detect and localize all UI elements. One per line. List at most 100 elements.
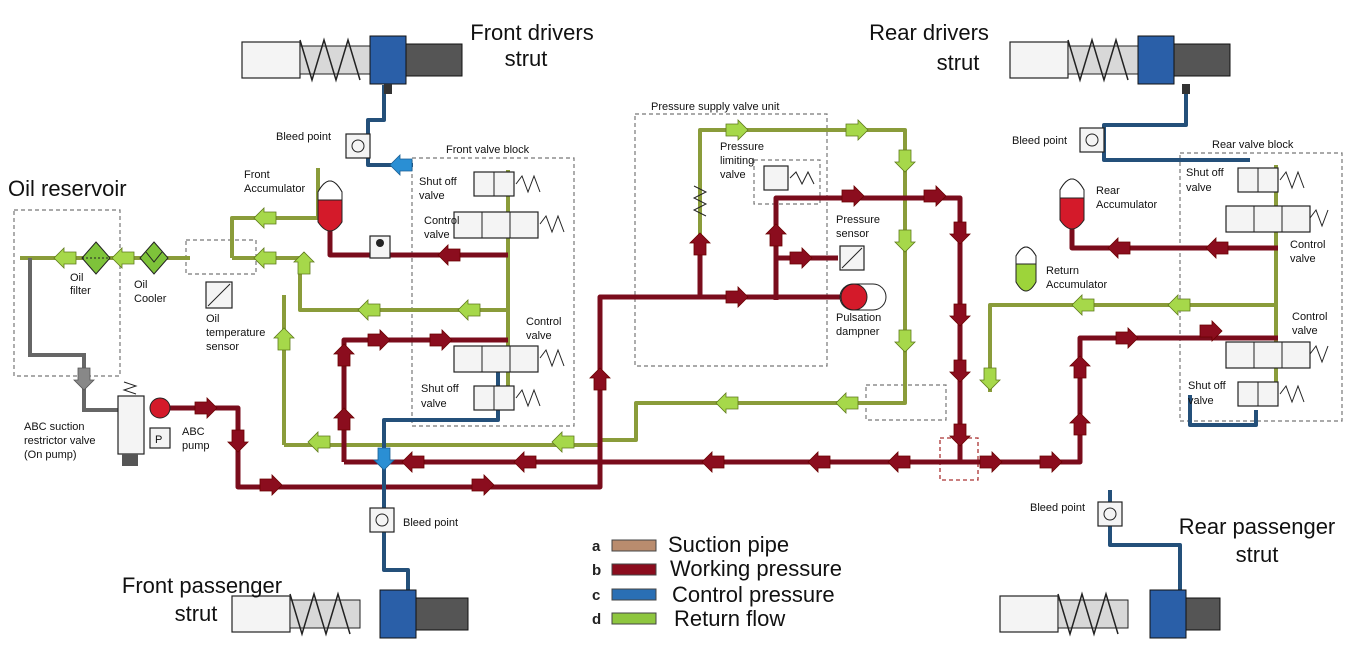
- abc-pump-label-1: ABC: [182, 426, 205, 438]
- pressure-junction-box: [939, 437, 979, 481]
- legend-swatch-c: [611, 588, 657, 601]
- strut-front-driver: [241, 35, 463, 94]
- legend-label-b: Working pressure: [670, 556, 842, 581]
- front-valve-block-label: Front valve block: [446, 144, 530, 156]
- rear-shutoff-bottom-label-2: valve: [1188, 395, 1214, 407]
- pulsation-label-1: Pulsation: [836, 312, 881, 324]
- rear-driver-strut-title-2: strut: [937, 50, 980, 75]
- oil-cooler-label-2: Cooler: [134, 293, 167, 305]
- legend: a Suction pipe b Working pressure c Cont…: [592, 532, 842, 631]
- supply-spring-icon: [692, 185, 708, 217]
- oil-reservoir-box: [13, 209, 121, 377]
- rear-shutoff-valve-bottom-icon: [1237, 381, 1305, 407]
- pressure-limiting-label-2: limiting: [720, 155, 754, 167]
- front-control-top-label-2: valve: [424, 229, 450, 241]
- rear-control-top-label-1: Control: [1290, 239, 1325, 251]
- oil-reservoir-title: Oil reservoir: [8, 176, 127, 201]
- front-shutoff-top-label-2: valve: [419, 190, 445, 202]
- bleed-point-rear-passenger-label: Bleed point: [1030, 502, 1085, 514]
- front-control-bottom-label-2: valve: [526, 330, 552, 342]
- abc-suction-label-1: ABC suction: [24, 421, 85, 433]
- oil-filter-icon: [81, 241, 111, 275]
- bleed-point-rear-passenger-icon: [1097, 501, 1123, 527]
- abc-suction-label-2: restrictor valve: [24, 435, 96, 447]
- oil-temp-label-2: temperature: [206, 327, 265, 339]
- bleed-point-rear-driver-label: Bleed point: [1012, 135, 1067, 147]
- pressure-limiting-label-3: valve: [720, 169, 746, 181]
- abc-suction-label-3: (On pump): [24, 449, 77, 461]
- front-control-top-label-1: Control: [424, 215, 459, 227]
- oil-cooler-icon: [139, 241, 169, 275]
- pressure-limiting-valve-icon: [763, 165, 815, 191]
- abc-pump-icon: [149, 397, 171, 449]
- strut-rear-driver: [1009, 35, 1231, 94]
- front-shutoff-valve-top-icon: [473, 171, 541, 197]
- oil-temperature-sensor-icon: [205, 281, 233, 309]
- rear-control-bottom-label-2: valve: [1292, 325, 1318, 337]
- strut-rear-passenger: [999, 589, 1221, 639]
- abc-suction-restrictor-valve-icon: [117, 381, 145, 466]
- legend-key-d: d: [592, 611, 601, 628]
- front-passenger-strut-title-2: strut: [175, 601, 218, 626]
- front-valve-block-box: [411, 157, 575, 427]
- front-passenger-strut-title-1: Front passenger: [122, 573, 282, 598]
- return-accumulator-label-1: Return: [1046, 265, 1079, 277]
- legend-swatch-b: [611, 563, 657, 576]
- bleed-point-front-driver-icon: [345, 133, 371, 159]
- front-driver-strut-title-1: Front drivers: [470, 20, 593, 45]
- legend-swatch-a: [611, 539, 657, 552]
- legend-label-c: Control pressure: [672, 582, 835, 607]
- front-control-bottom-label-1: Control: [526, 316, 561, 328]
- front-shutoff-bottom-label-2: valve: [421, 398, 447, 410]
- rear-accumulator-icon: [1059, 178, 1085, 230]
- oil-temp-label-3: sensor: [206, 341, 239, 353]
- gray-arrow: [73, 367, 95, 391]
- legend-key-a: a: [592, 538, 601, 555]
- return-accumulator-icon: [1015, 246, 1037, 292]
- pressure-sensor-label-2: sensor: [836, 228, 869, 240]
- rear-shutoff-bottom-label-1: Shut off: [1188, 380, 1227, 392]
- rear-shutoff-top-label-1: Shut off: [1186, 167, 1225, 179]
- pressure-limiting-label-1: Pressure: [720, 141, 764, 153]
- legend-key-c: c: [592, 587, 600, 604]
- rear-valve-block-label: Rear valve block: [1212, 139, 1294, 151]
- suction-line: [28, 258, 120, 412]
- strut-front-passenger: [231, 589, 469, 639]
- pressure-supply-unit-label: Pressure supply valve unit: [651, 101, 779, 113]
- front-shutoff-top-label-1: Shut off: [419, 176, 458, 188]
- return-accumulator-label-2: Accumulator: [1046, 279, 1107, 291]
- legend-label-d: Return flow: [674, 606, 785, 631]
- rear-accumulator-label-1: Rear: [1096, 185, 1120, 197]
- pulsation-dampner-icon: [839, 283, 887, 311]
- rear-passenger-strut-title-2: strut: [1236, 542, 1279, 567]
- front-accumulator-label-2: Accumulator: [244, 183, 305, 195]
- oil-cooler-label-1: Oil: [134, 279, 147, 291]
- front-accumulator-icon: [317, 180, 343, 232]
- bleed-point-front-passenger-icon: [369, 507, 395, 533]
- front-shutoff-bottom-label-1: Shut off: [421, 383, 460, 395]
- front-accumulator-label-1: Front: [244, 169, 270, 181]
- oil-filter-label-1: Oil: [70, 272, 83, 284]
- legend-label-a: Suction pipe: [668, 532, 789, 557]
- front-control-valve-bottom-icon: [453, 345, 565, 373]
- rear-shutoff-valve-top-icon: [1237, 167, 1305, 193]
- front-shutoff-valve-bottom-icon: [473, 385, 541, 411]
- bleed-point-front-passenger-label: Bleed point: [403, 517, 458, 529]
- rear-driver-strut-title-1: Rear drivers: [869, 20, 989, 45]
- rear-shutoff-top-label-2: valve: [1186, 182, 1212, 194]
- bleed-point-rear-driver-icon: [1079, 127, 1105, 153]
- front-driver-strut-title-2: strut: [505, 46, 548, 71]
- rear-control-valve-top-icon: [1225, 205, 1329, 233]
- front-check-valve-icon: [369, 235, 391, 259]
- oil-temp-label-1: Oil: [206, 313, 219, 325]
- rear-valve-block-box: [1179, 152, 1343, 422]
- rear-passenger-strut-title-1: Rear passenger: [1179, 514, 1336, 539]
- legend-key-b: b: [592, 562, 601, 579]
- rear-control-bottom-label-1: Control: [1292, 311, 1327, 323]
- front-control-valve-top-icon: [453, 211, 565, 239]
- abc-pump-label-2: pump: [182, 440, 210, 452]
- rear-control-top-label-2: valve: [1290, 253, 1316, 265]
- rear-accumulator-label-2: Accumulator: [1096, 199, 1157, 211]
- pressure-sensor-icon: [839, 245, 865, 271]
